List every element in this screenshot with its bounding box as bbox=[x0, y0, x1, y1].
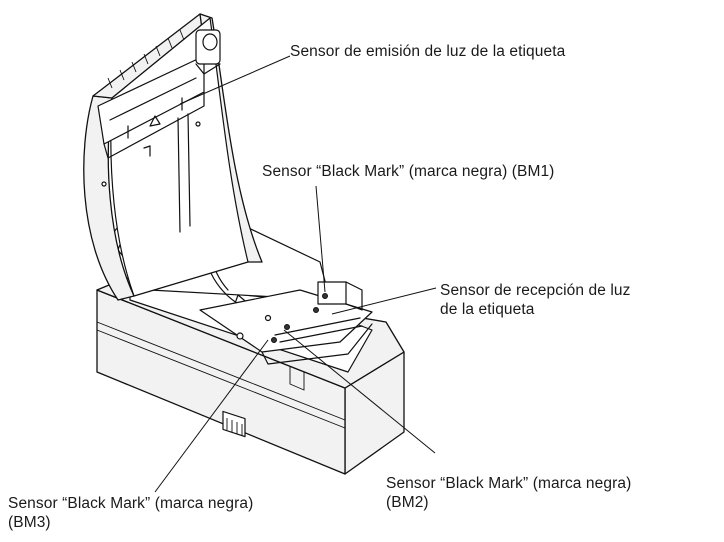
open-cover bbox=[83, 13, 263, 301]
label-bm3-line2: (BM3) bbox=[8, 514, 51, 531]
leader-emission bbox=[179, 55, 291, 105]
label-reception-sensor: Sensor de recepción de luz de la etiquet… bbox=[440, 281, 630, 319]
label-reception-line1: Sensor de recepción de luz bbox=[440, 282, 631, 299]
label-bm2-line1: Sensor “Black Mark” (marca negra) bbox=[386, 475, 632, 492]
leader-bm3 bbox=[154, 339, 269, 493]
label-reception-line2: de la etiqueta bbox=[440, 301, 535, 318]
label-bm2-line2: (BM2) bbox=[386, 494, 429, 511]
label-emission-sensor: Sensor de emisión de luz de la etiqueta bbox=[290, 42, 565, 61]
label-bm1-sensor: Sensor “Black Mark” (marca negra) (BM1) bbox=[262, 162, 554, 181]
leader-reception bbox=[331, 287, 437, 315]
label-bm3-sensor: Sensor “Black Mark” (marca negra) (BM3) bbox=[8, 494, 253, 532]
label-bm1-text: Sensor “Black Mark” (marca negra) (BM1) bbox=[262, 163, 555, 180]
leader-bm2 bbox=[283, 329, 436, 454]
leader-bm1 bbox=[315, 185, 326, 293]
leader-lines bbox=[154, 55, 437, 493]
label-bm3-line1: Sensor “Black Mark” (marca negra) bbox=[8, 495, 254, 512]
label-emission-text: Sensor de emisión de luz de la etiqueta bbox=[290, 43, 566, 60]
label-bm2-sensor: Sensor “Black Mark” (marca negra) (BM2) bbox=[386, 474, 631, 512]
print-mechanism bbox=[199, 281, 373, 365]
